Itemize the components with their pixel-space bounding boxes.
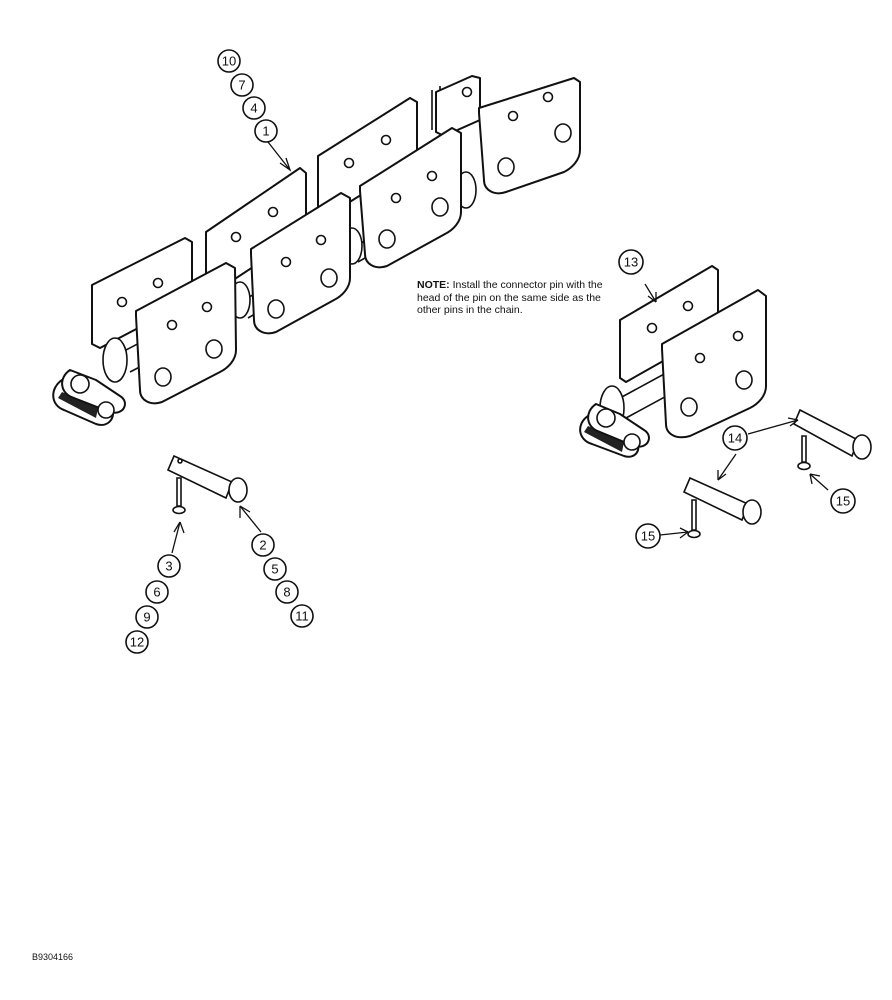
callout-12: 12 — [125, 630, 149, 654]
chain-end-link — [52, 369, 126, 426]
svg-text:14: 14 — [728, 431, 742, 446]
svg-text:15: 15 — [641, 529, 655, 544]
svg-text:3: 3 — [165, 559, 172, 574]
svg-text:5: 5 — [271, 562, 278, 577]
callout-8: 8 — [275, 580, 299, 604]
callout-stack-chain-link: 10 7 4 1 — [217, 49, 278, 143]
svg-text:12: 12 — [130, 635, 144, 650]
callout-6: 6 — [145, 580, 169, 604]
svg-text:9: 9 — [143, 610, 150, 625]
callout-15-upper: 15 — [830, 488, 856, 514]
callout-7: 7 — [230, 73, 254, 97]
connector-cotter-lower — [687, 499, 701, 539]
svg-text:10: 10 — [222, 54, 236, 69]
callout-1: 1 — [254, 119, 278, 143]
chain-front-plates — [135, 77, 581, 405]
svg-text:8: 8 — [283, 585, 290, 600]
connector-link-assembly — [579, 265, 767, 458]
svg-text:11: 11 — [295, 609, 309, 624]
callout-10: 10 — [217, 49, 241, 73]
callout-11: 11 — [290, 604, 314, 628]
callout-14: 14 — [722, 425, 748, 451]
callout-stack-pin: 2 5 8 11 — [251, 533, 314, 628]
svg-text:6: 6 — [153, 585, 160, 600]
callout-4: 4 — [242, 96, 266, 120]
callout-2: 2 — [251, 533, 275, 557]
note-label: NOTE: — [417, 279, 450, 291]
chain-pin — [166, 454, 248, 503]
svg-text:1: 1 — [262, 124, 269, 139]
callout-3: 3 — [157, 554, 181, 578]
callout-13: 13 — [618, 249, 644, 275]
callout-stack-cotter: 3 6 9 12 — [125, 554, 181, 654]
note-text: Install the connector pin with the head … — [417, 279, 603, 316]
figure-id: B9304166 — [32, 952, 74, 962]
svg-text:4: 4 — [250, 101, 257, 116]
svg-text:7: 7 — [238, 78, 245, 93]
svg-text:13: 13 — [624, 255, 638, 270]
connector-pin-lower — [682, 476, 762, 525]
connector-cotter-upper — [797, 435, 811, 471]
svg-text:2: 2 — [259, 538, 266, 553]
svg-text:15: 15 — [836, 494, 850, 509]
chain-assembly — [52, 75, 581, 426]
callout-9: 9 — [135, 605, 159, 629]
callout-5: 5 — [263, 557, 287, 581]
install-note: NOTE: Install the connector pin with the… — [417, 279, 617, 317]
callout-15-lower: 15 — [635, 523, 661, 549]
leader-lines — [171, 141, 829, 554]
chain-cotter — [172, 477, 186, 515]
